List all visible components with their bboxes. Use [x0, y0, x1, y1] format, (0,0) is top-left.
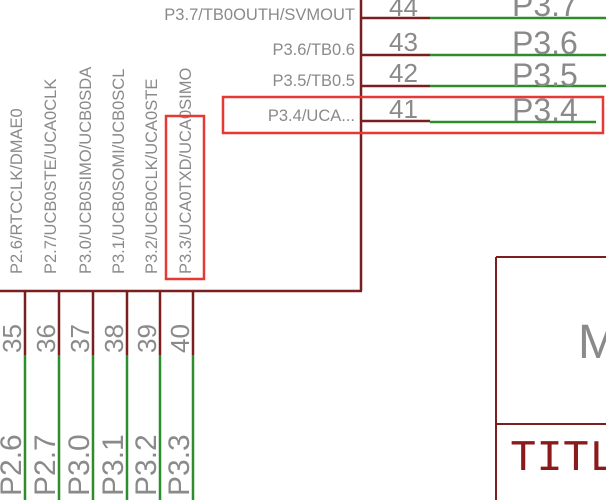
bottom-pin-legs — [23, 291, 195, 355]
net-label-p3-6: P3.6 — [512, 25, 578, 61]
pin-number-43: 43 — [389, 27, 418, 57]
pin-name-40: P3.3/UCA0TXD/UCA0SIMO — [177, 68, 195, 274]
bottom-net-labels: P2.6 P2.7 P3.0 P3.1 P3.2 P3.3 — [0, 434, 196, 496]
pin-number-38: 38 — [99, 324, 129, 353]
bottom-pin-numbers: 35 36 37 38 39 40 — [0, 324, 195, 353]
title-block-label: TITL — [510, 434, 606, 484]
net-label-p3-3: P3.3 — [163, 434, 196, 496]
title-block: M TITL — [495, 256, 606, 500]
right-net-wires — [430, 16, 606, 124]
highlight-box-pin-40 — [164, 114, 206, 281]
pin-name-36: P2.7/UCB0STE/UCA0CLK — [42, 79, 60, 274]
net-label-p3-0: P3.0 — [63, 434, 96, 496]
net-label-p3-1: P3.1 — [97, 434, 130, 496]
pin-name-44: P3.7/TB0OUTH/SVMOUT — [164, 6, 355, 24]
net-label-p3-5: P3.5 — [512, 57, 578, 93]
pin-name-38: P3.1/UCB0SOMI/UCB0SCL — [110, 69, 128, 274]
right-pin-legs — [361, 16, 430, 123]
pin-number-39: 39 — [132, 324, 162, 353]
pin-number-37: 37 — [65, 324, 95, 353]
bottom-net-wires — [23, 355, 195, 500]
bottom-pin-labels: P2.6/RTCCLK/DMAE0 P2.7/UCB0STE/UCA0CLK P… — [8, 67, 195, 274]
pin-name-43: P3.6/TB0.6 — [272, 41, 355, 59]
net-label-p3-2: P3.2 — [130, 434, 163, 496]
pin-number-42: 42 — [389, 58, 418, 88]
net-label-p3-7: P3.7 — [512, 0, 578, 23]
pin-name-37: P3.0/UCB0SIMO/UCB0SDA — [77, 67, 95, 274]
ic-body-outline — [0, 0, 363, 293]
pin-name-35: P2.6/RTCCLK/DMAE0 — [8, 108, 26, 274]
pin-number-41: 41 — [389, 94, 418, 124]
right-pin-numbers: 44 43 42 41 — [389, 0, 418, 124]
pin-number-36: 36 — [31, 324, 61, 353]
title-block-partial-letter: M — [578, 316, 606, 369]
pin-name-42: P3.5/TB0.5 — [272, 72, 355, 90]
pin-name-39: P3.2/UCB0CLK/UCA0STE — [143, 79, 161, 274]
pin-number-35: 35 — [0, 324, 27, 353]
pin-name-41: P3.4/UCA... — [268, 107, 355, 125]
right-pin-labels: P3.7/TB0OUTH/SVMOUT P3.6/TB0.6 P3.5/TB0.… — [164, 6, 355, 125]
highlight-box-pin-41 — [221, 95, 605, 135]
net-label-p2-7: P2.7 — [29, 434, 62, 496]
right-net-labels: P3.7 P3.6 P3.5 P3.4 — [512, 0, 578, 128]
net-label-p2-6: P2.6 — [0, 434, 28, 496]
pin-number-44: 44 — [389, 0, 418, 22]
pin-number-40: 40 — [165, 324, 195, 353]
